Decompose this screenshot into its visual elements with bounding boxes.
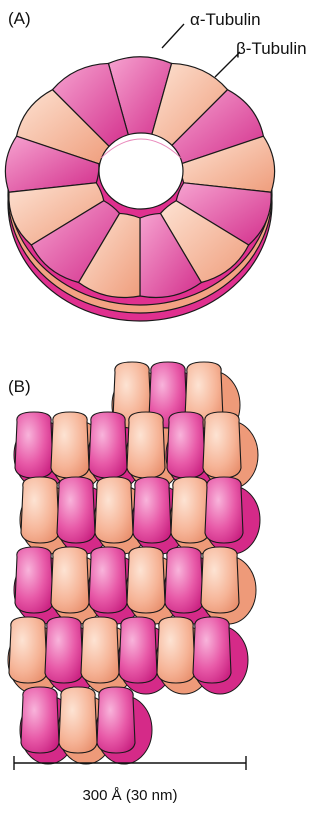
- beta-tubulin-subunit: [95, 477, 133, 543]
- ring-lumen: [99, 133, 183, 209]
- beta-tubulin-subunit: [51, 412, 89, 478]
- alpha-tubulin-subunit: [89, 412, 127, 478]
- alpha-tubulin-subunit: [15, 547, 53, 613]
- panel-b: (B) 300 Å (30 nm): [8, 362, 260, 804]
- scale-bar: 300 Å (30 nm): [14, 756, 246, 804]
- alpha-tubulin-subunit: [97, 687, 135, 753]
- beta-tubulin-subunit: [21, 477, 59, 543]
- alpha-tubulin-subunit: [119, 617, 157, 683]
- alpha-tubulin-subunit: [133, 477, 171, 543]
- beta-tubulin-subunit: [9, 617, 47, 683]
- beta-tubulin-subunit: [127, 547, 165, 613]
- alpha-tubulin-subunit: [205, 477, 243, 543]
- alpha-tubulin-subunit: [57, 477, 95, 543]
- alpha-tubulin-label: α-Tubulin: [190, 10, 261, 29]
- alpha-leader-line: [162, 24, 184, 48]
- beta-tubulin-subunit: [59, 687, 97, 753]
- beta-tubulin-label: β-Tubulin: [236, 39, 307, 58]
- microtubule-helix: [8, 362, 260, 764]
- alpha-tubulin-subunit: [45, 617, 83, 683]
- scale-bar-label: 300 Å (30 nm): [82, 787, 177, 804]
- beta-tubulin-subunit: [51, 547, 89, 613]
- beta-tubulin-subunit: [127, 412, 165, 478]
- alpha-tubulin-subunit: [193, 617, 231, 683]
- panel-b-label: (B): [8, 377, 31, 396]
- alpha-tubulin-subunit: [165, 547, 203, 613]
- beta-tubulin-subunit: [171, 477, 209, 543]
- panel-a-label: (A): [8, 9, 31, 28]
- alpha-tubulin-subunit: [15, 412, 53, 478]
- alpha-tubulin-subunit: [21, 687, 59, 753]
- alpha-tubulin-subunit: [167, 412, 205, 478]
- beta-tubulin-subunit: [81, 617, 119, 683]
- beta-tubulin-subunit: [157, 617, 195, 683]
- panel-a: (A) α-Tubulin β-Tubulin: [5, 9, 306, 321]
- alpha-tubulin-subunit: [89, 547, 127, 613]
- beta-tubulin-subunit: [203, 412, 241, 478]
- beta-tubulin-subunit: [201, 547, 239, 613]
